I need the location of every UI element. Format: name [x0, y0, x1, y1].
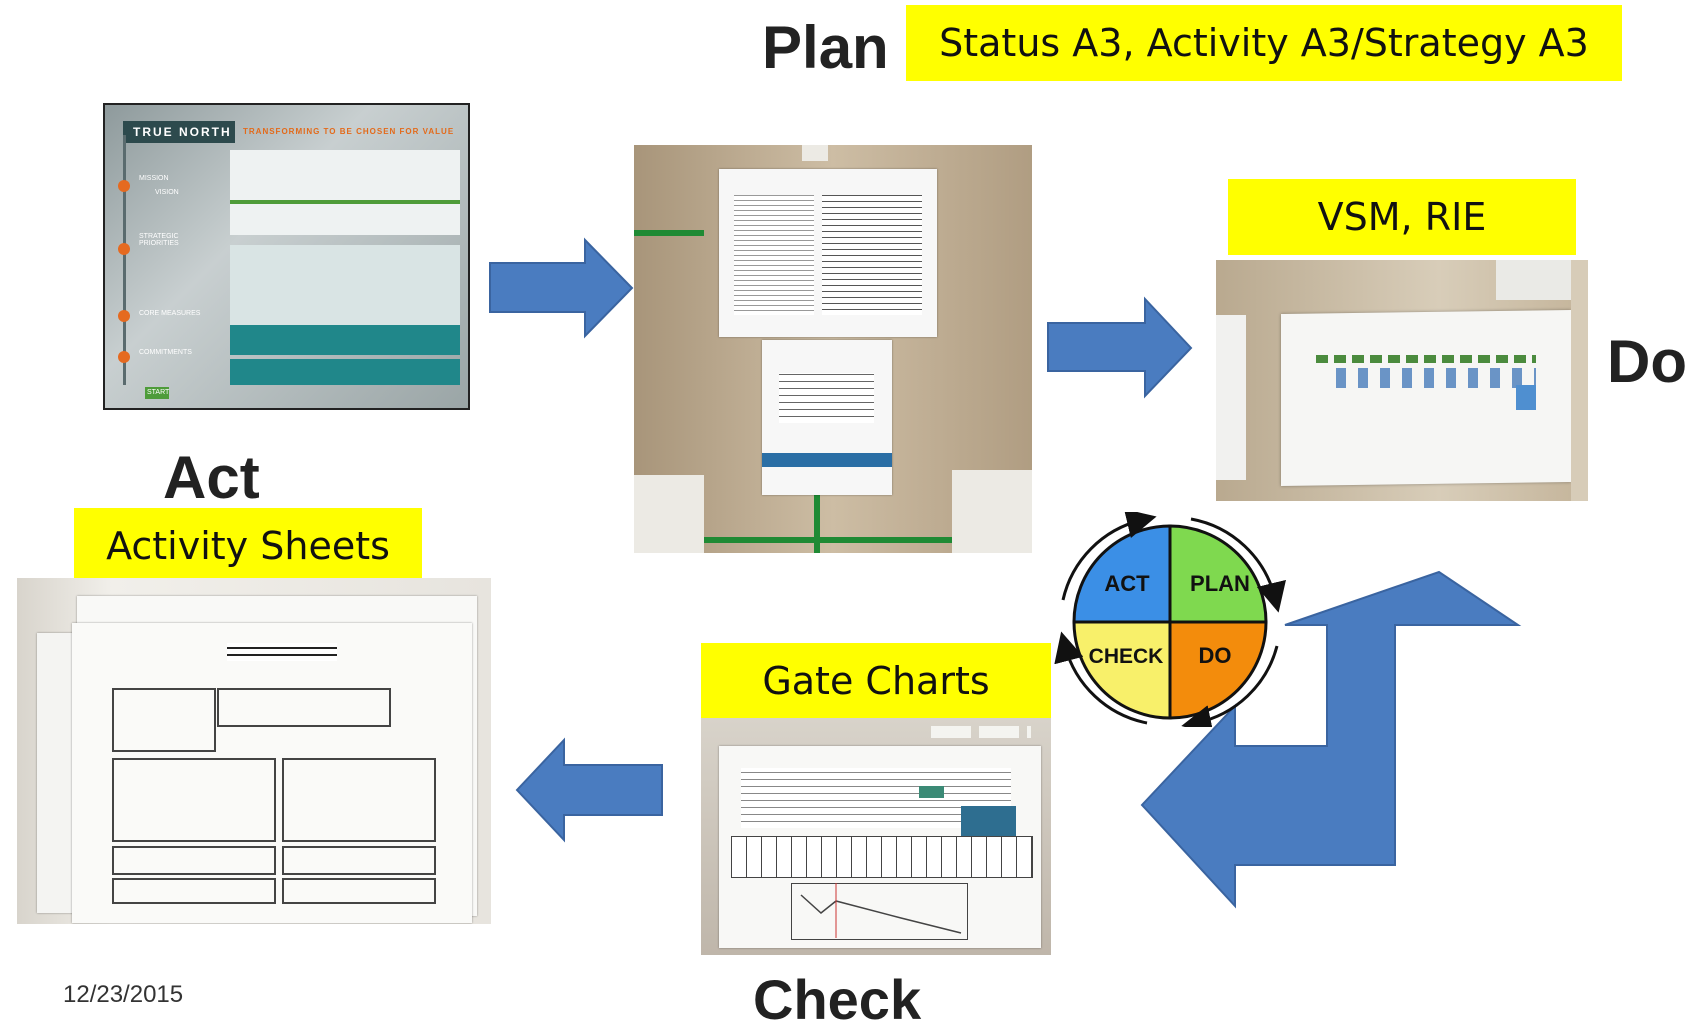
- pdca-plan-label: PLAN: [1190, 571, 1250, 596]
- plan-label: Plan: [762, 14, 889, 81]
- true-north-image: TRUE NORTH TRANSFORMING TO BE CHOSEN FOR…: [103, 103, 470, 410]
- pdca-act-label: ACT: [1104, 571, 1150, 596]
- true-north-row-vision: VISION: [155, 189, 179, 196]
- true-north-row-priorities: STRATEGIC PRIORITIES: [139, 233, 179, 247]
- true-north-row-measures: CORE MEASURES: [139, 310, 201, 317]
- plan-banner: Status A3, Activity A3/Strategy A3: [906, 5, 1622, 81]
- check-banner: Gate Charts: [701, 643, 1051, 718]
- arrow-right-icon: [1047, 296, 1193, 399]
- slide-date: 12/23/2015: [63, 981, 184, 1008]
- true-north-start: START: [147, 389, 170, 396]
- arrow-right-icon: [489, 237, 634, 339]
- pdca-do-quadrant: [1168, 620, 1268, 720]
- do-banner: VSM, RIE: [1228, 179, 1576, 255]
- pdca-check-quadrant: [1072, 620, 1172, 720]
- true-north-title-bar: [123, 121, 235, 143]
- check-label: Check: [753, 968, 922, 1031]
- true-north-row-mission: MISSION: [139, 175, 169, 182]
- true-north-title: TRUE NORTH: [133, 125, 232, 139]
- act-label: Act: [163, 444, 260, 511]
- activity-sheet-photo: [17, 578, 491, 924]
- a3-board-photo: [634, 145, 1032, 553]
- cycle-arrow-icon: [1181, 645, 1279, 727]
- cycle-arrow-icon: [1054, 631, 1148, 725]
- bent-arrow-icon: [1140, 570, 1522, 909]
- act-banner: Activity Sheets: [74, 508, 422, 584]
- cycle-arrow-icon: [1061, 512, 1157, 601]
- gate-chart-trend: [800, 883, 962, 938]
- arrow-left-icon: [515, 737, 663, 843]
- pdca-do-label: DO: [1199, 643, 1232, 668]
- true-north-row-commitments: COMMITMENTS: [139, 349, 192, 356]
- vsm-wall-photo: [1216, 260, 1588, 501]
- pdca-cycle: ACT PLAN CHECK DO: [1054, 512, 1286, 727]
- do-label: Do: [1607, 328, 1687, 395]
- pdca-check-label: CHECK: [1089, 645, 1164, 668]
- cycle-arrow-icon: [1190, 517, 1286, 613]
- true-north-subtitle: TRANSFORMING TO BE CHOSEN FOR VALUE: [243, 127, 455, 136]
- gate-chart-photo: [701, 718, 1051, 955]
